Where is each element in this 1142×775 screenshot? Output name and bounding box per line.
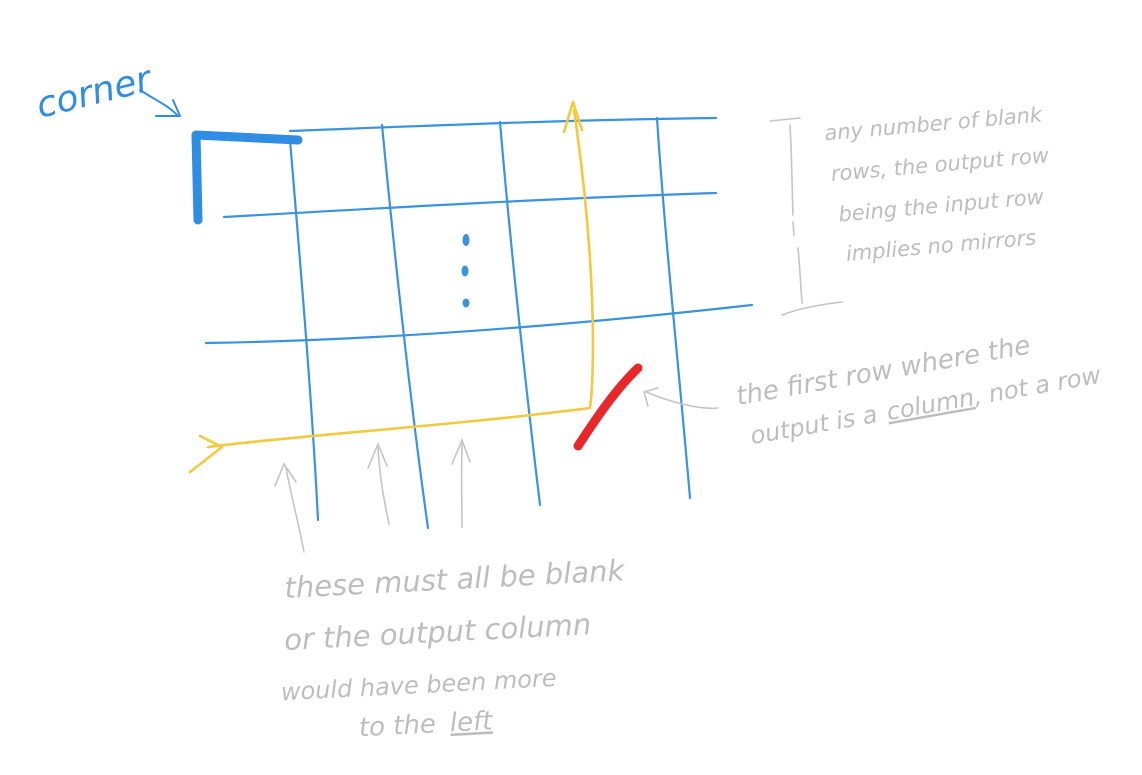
right-note-line: rows, the output row <box>830 143 1051 186</box>
grid-columns <box>288 116 692 530</box>
corner-label: corner <box>32 58 157 126</box>
right-note: any number of blank rows, the output row… <box>823 102 1051 266</box>
grid-row-line <box>204 303 754 345</box>
up-arrow-icon <box>367 441 390 525</box>
mirror-mark <box>573 363 643 451</box>
right-note-line: implies no mirrors <box>845 225 1037 266</box>
right-note-line: being the input row <box>837 185 1045 227</box>
ellipsis-dots <box>461 234 470 308</box>
grid-column-line <box>655 116 692 500</box>
light-path <box>188 100 595 474</box>
path-line <box>206 108 595 449</box>
corner-arrow-icon <box>139 89 181 117</box>
blank-rows-bracket <box>769 117 843 316</box>
bottom-note-line: would have been more <box>280 664 557 706</box>
up-arrow-icon <box>451 437 471 528</box>
bottom-note: these must all be blank or the output co… <box>280 553 627 743</box>
bottom-note-line: these must all be blank <box>284 553 627 605</box>
up-arrow-icon <box>274 462 305 553</box>
bottom-note-pre: to the <box>358 709 437 743</box>
grid-row-line <box>288 116 718 133</box>
grid-column-line <box>288 138 320 522</box>
corner-mark <box>191 130 303 225</box>
bottom-note-line: to the left <box>358 706 494 743</box>
output-arrow-icon <box>562 100 584 134</box>
blank-cell-arrows <box>274 437 471 553</box>
first-row-note-pre: output is a <box>748 400 879 450</box>
right-note-line: any number of blank <box>823 102 1043 145</box>
grid-row-line <box>222 191 718 219</box>
grid-column-line <box>498 120 542 507</box>
bottom-note-emph: left <box>449 706 494 738</box>
grid-rows <box>204 116 754 345</box>
first-row-note-post: , not a row <box>971 361 1103 411</box>
first-row-note-emph: column <box>884 383 976 426</box>
input-arrow-icon <box>188 434 224 474</box>
bottom-note-line: or the output column <box>283 607 592 657</box>
grid-column-line <box>380 123 430 530</box>
first-row-arrow-icon <box>643 387 719 410</box>
